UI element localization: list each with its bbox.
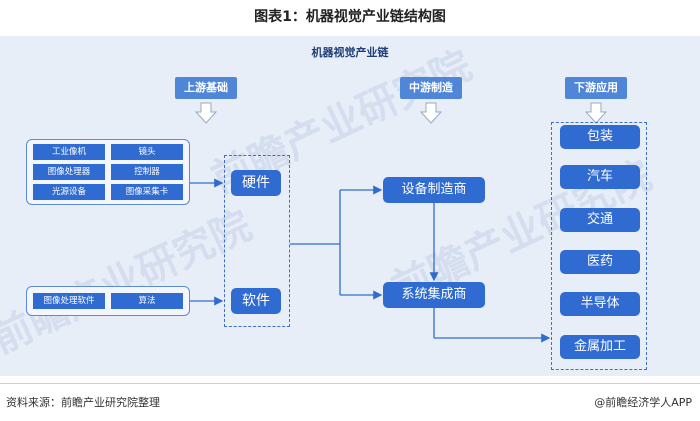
down-arrow-icon — [195, 102, 217, 124]
node-software: 软件 — [231, 288, 281, 314]
component-chip: 镜头 — [111, 144, 183, 160]
component-chip: 光源设备 — [33, 184, 105, 200]
component-chip: 图像处理器 — [33, 164, 105, 180]
stage-downstream: 下游应用 — [565, 77, 627, 99]
footer-divider — [0, 383, 700, 384]
hardware-components-group: 工业像机 镜头 图像处理器 控制器 光源设备 图像采集卡 — [26, 139, 190, 205]
stage-upstream: 上游基础 — [175, 77, 237, 99]
application-packaging: 包装 — [560, 125, 640, 149]
application-metal-processing: 金属加工 — [560, 335, 640, 359]
component-chip: 工业像机 — [33, 144, 105, 160]
panel-title: 机器视觉产业链 — [311, 46, 389, 59]
node-system-integrator: 系统集成商 — [383, 282, 485, 308]
down-arrow-icon — [585, 102, 607, 124]
software-components-group: 图像处理软件 算法 — [26, 286, 190, 316]
upstream-container — [224, 155, 290, 327]
brand-note: @前瞻经济学人APP — [594, 396, 692, 409]
component-chip: 控制器 — [111, 164, 183, 180]
node-equipment-manufacturer: 设备制造商 — [383, 177, 485, 203]
downstream-container — [551, 122, 647, 370]
application-pharmaceutical: 医药 — [560, 250, 640, 274]
application-transportation: 交通 — [560, 208, 640, 232]
source-note: 资料来源：前瞻产业研究院整理 — [6, 396, 160, 409]
component-chip: 图像采集卡 — [111, 184, 183, 200]
down-arrow-icon — [420, 102, 442, 124]
component-chip: 图像处理软件 — [33, 293, 105, 309]
stage-midstream: 中游制造 — [400, 77, 462, 99]
application-automotive: 汽车 — [560, 165, 640, 189]
component-chip: 算法 — [111, 293, 183, 309]
node-hardware: 硬件 — [231, 170, 281, 196]
application-semiconductor: 半导体 — [560, 292, 640, 316]
chart-title: 图表1：机器视觉产业链结构图 — [254, 9, 446, 25]
